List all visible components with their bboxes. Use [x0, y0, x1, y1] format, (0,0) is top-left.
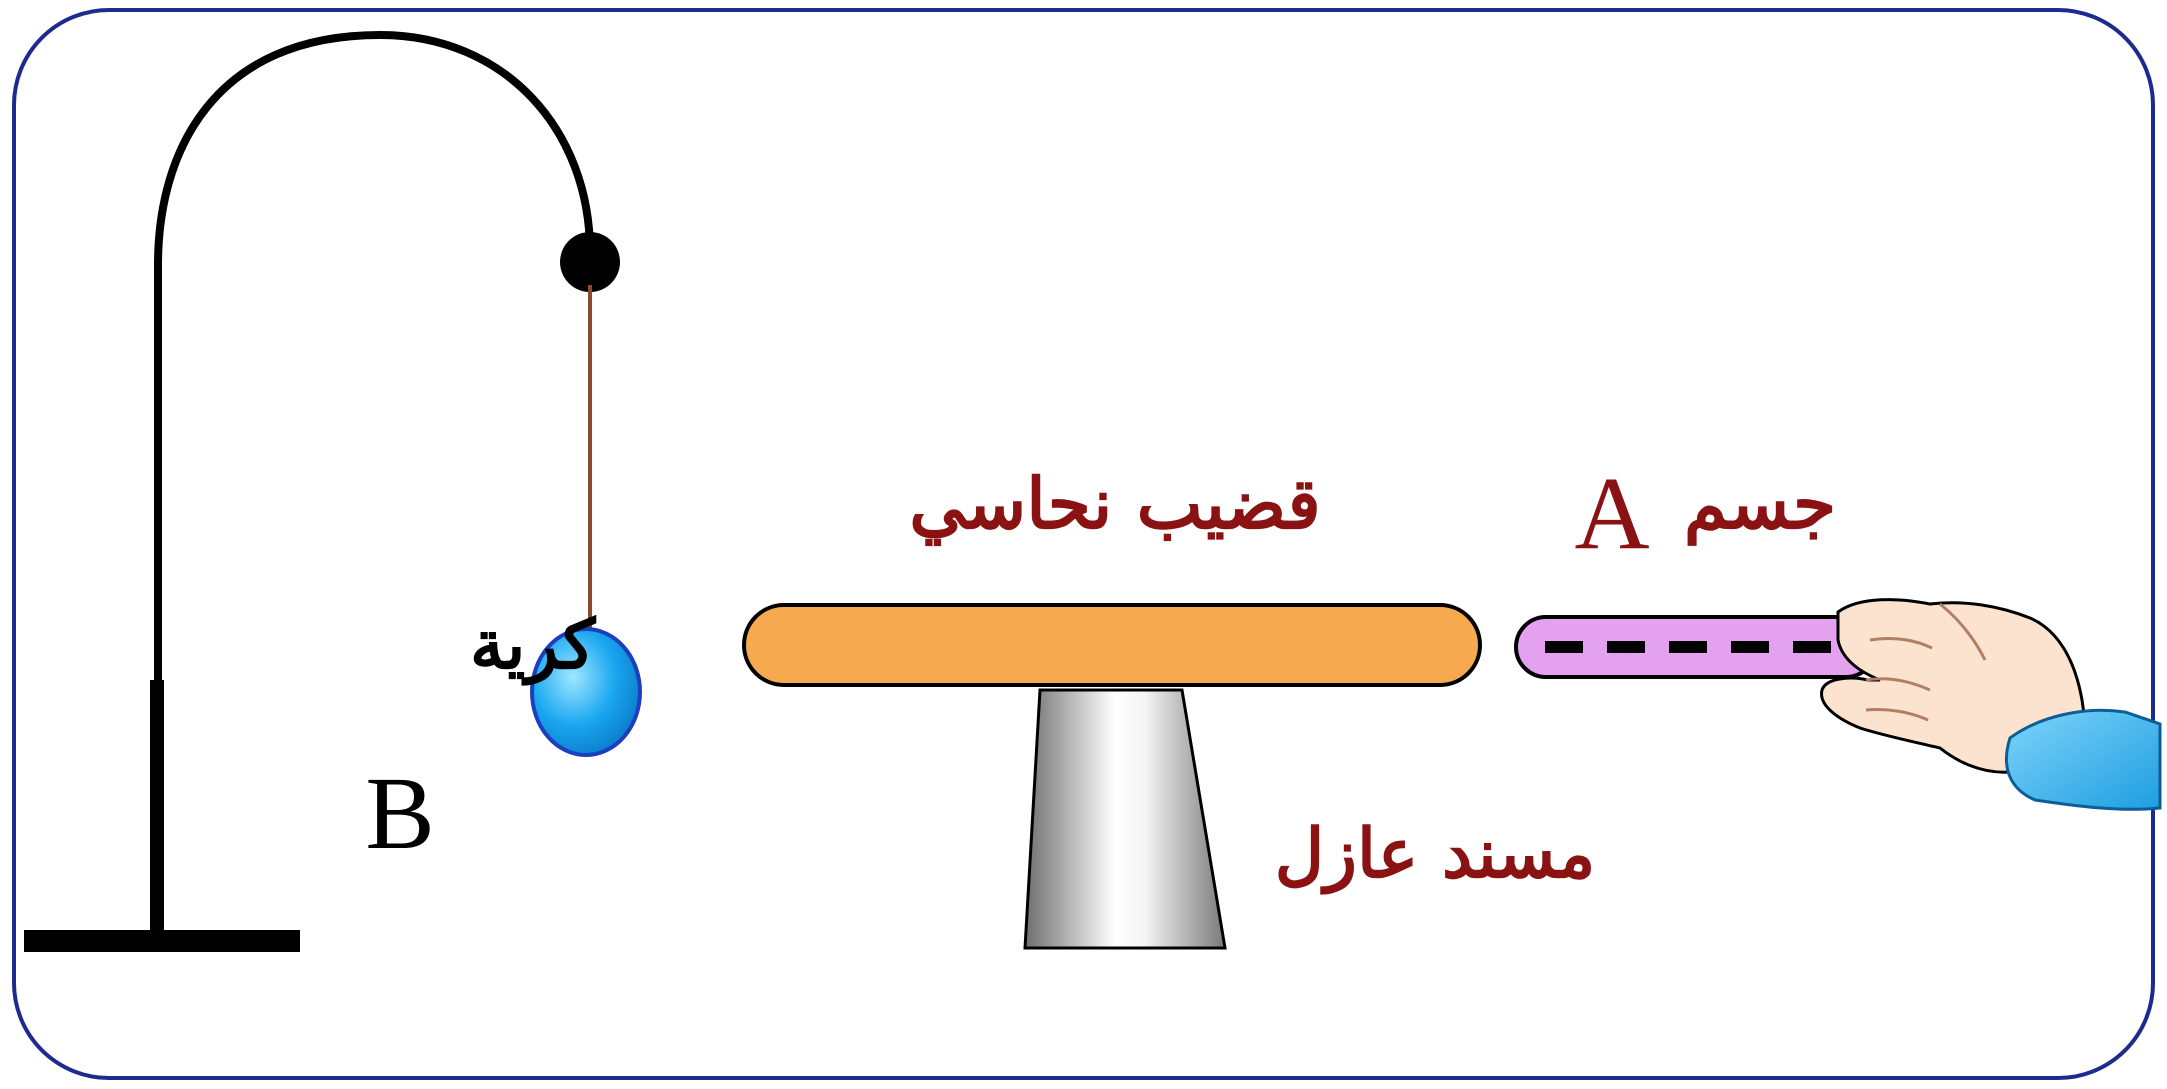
body-letter-label: A [1574, 456, 1649, 571]
ball-letter-label: B [365, 756, 434, 871]
stand [24, 30, 620, 952]
insulating-support [1023, 688, 1227, 950]
negative-charge-mark [1669, 641, 1707, 653]
negative-charge-mark [1793, 641, 1831, 653]
ball-b [530, 627, 642, 757]
stand-post-thick [150, 680, 164, 932]
negative-charges [1545, 641, 1831, 653]
negative-charge-mark [1731, 641, 1769, 653]
hand-finger-lines [1865, 602, 1987, 722]
negative-charge-mark [1545, 641, 1583, 653]
stand-post [154, 30, 594, 932]
diagram-frame [12, 8, 2155, 1080]
sleeve-icon [2005, 708, 2162, 811]
rod-name-label: قضيب نحاسي [909, 462, 1320, 547]
stand-base [24, 930, 300, 952]
charged-body-a [1514, 615, 1878, 679]
copper-rod [742, 603, 1482, 687]
body-word-label: جسم [1684, 462, 1836, 546]
ball-word-label: كرية [470, 605, 597, 686]
negative-charge-mark [1607, 641, 1645, 653]
support-name-label: مسند عازل [1275, 814, 1596, 895]
pivot-knob [560, 232, 620, 292]
